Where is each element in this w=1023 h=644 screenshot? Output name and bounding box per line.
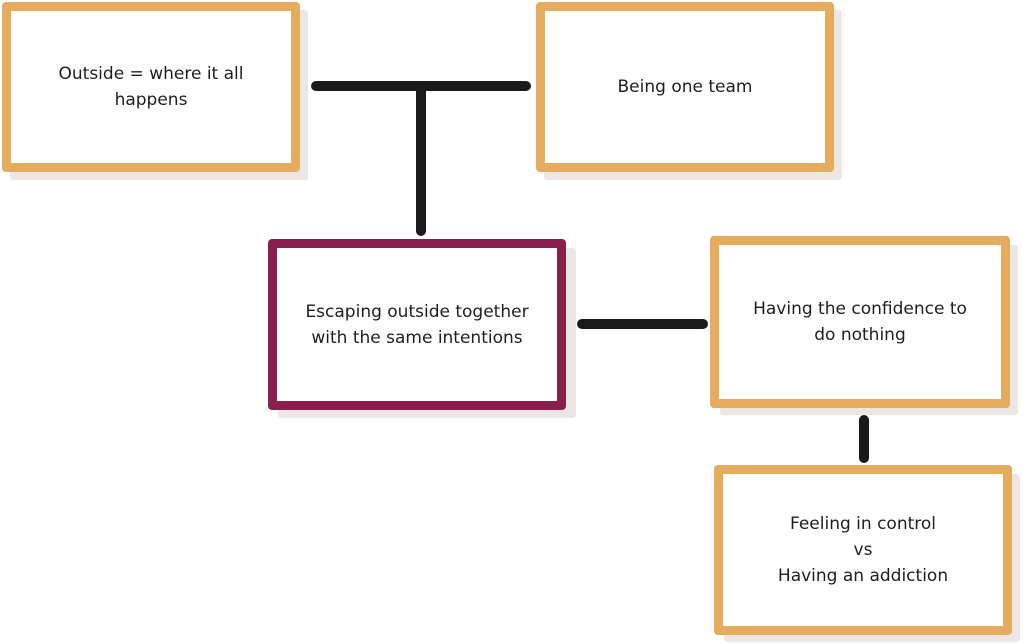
node-confidence-label: Having the confidence to do nothing (753, 299, 967, 345)
node-outside[interactable]: Outside = where it all happens (2, 2, 300, 172)
node-escaping[interactable]: Escaping outside together with the same … (268, 239, 566, 410)
node-outside-label: Outside = where it all happens (58, 64, 244, 110)
node-team-label: Being one team (617, 77, 753, 97)
node-escaping-label: Escaping outside together with the same … (305, 301, 529, 348)
node-confidence[interactable]: Having the confidence to do nothing (710, 236, 1010, 408)
node-team[interactable]: Being one team (536, 2, 834, 172)
node-control-label: Feeling in control vs Having an addictio… (777, 514, 949, 586)
node-control[interactable]: Feeling in control vs Having an addictio… (714, 465, 1012, 635)
